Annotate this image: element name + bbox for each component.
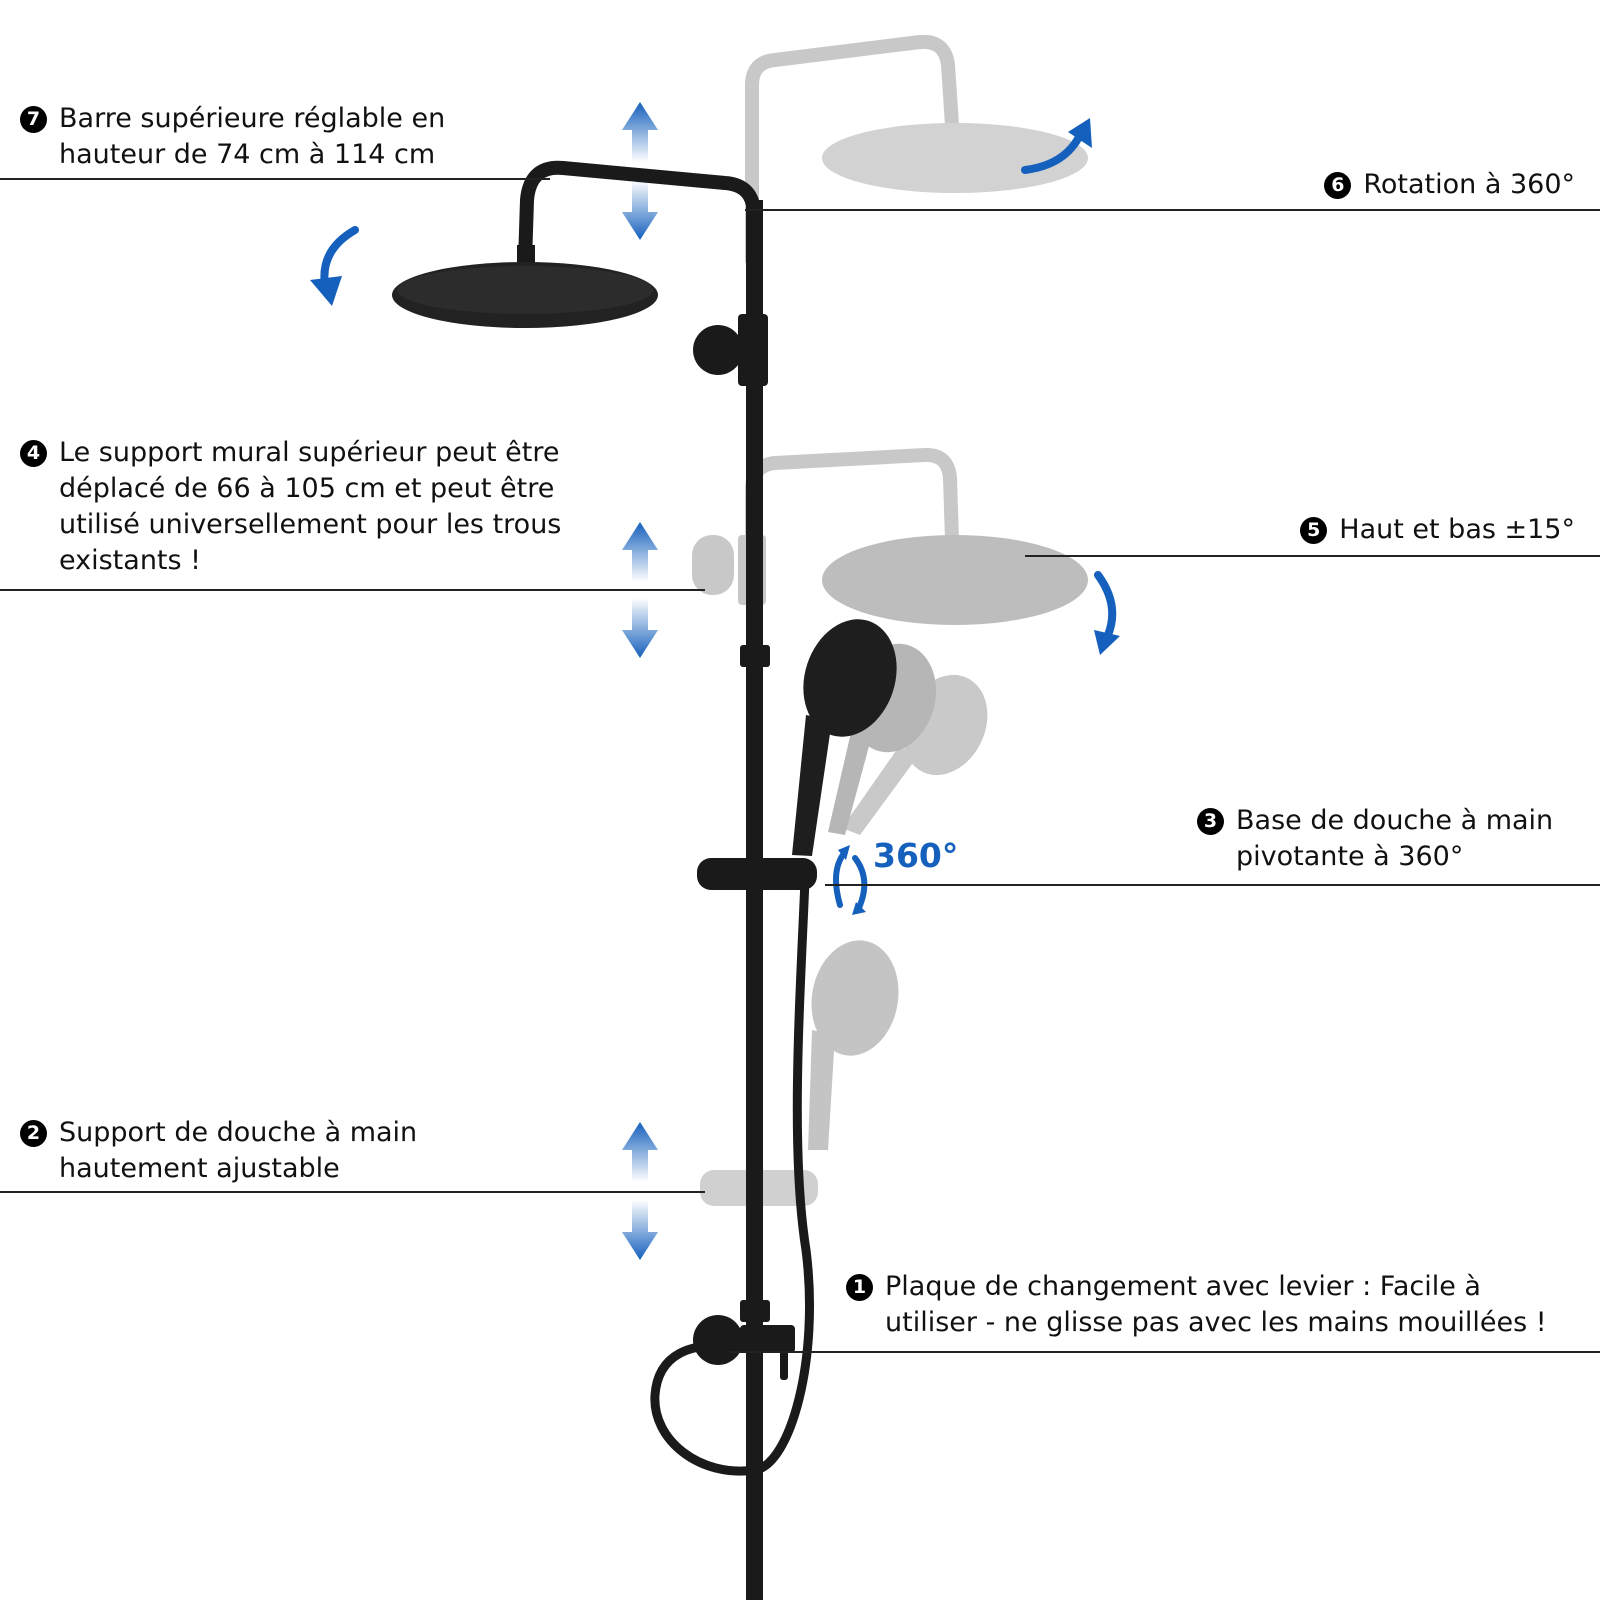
callout-7-badge: 7 xyxy=(20,106,47,133)
rain-shower-head-face xyxy=(397,266,653,314)
callout-2-line-2: hautement ajustable xyxy=(59,1153,340,1184)
rotation-arrow-cw-icon xyxy=(1021,118,1092,174)
ghost-rain-head-top xyxy=(822,123,1088,193)
main-rail xyxy=(746,200,763,1600)
diverter-mount xyxy=(693,1315,743,1365)
upper-wall-mount xyxy=(693,325,743,375)
upper-bracket xyxy=(738,314,768,386)
leader-lines xyxy=(0,178,1600,1353)
callout-6-line-1: Rotation à 360° xyxy=(1363,169,1575,200)
ghost-wall-mount xyxy=(692,535,734,595)
height-arrow-middle xyxy=(622,522,658,658)
callout-4: 4 Le support mural supérieur peut être dé… xyxy=(20,435,561,579)
callout-4-badge: 4 xyxy=(20,440,47,467)
callout-3-line-1: Base de douche à main xyxy=(1236,805,1554,836)
upper-bar xyxy=(518,160,761,337)
callout-7: 7 Barre supérieure réglable en hauteur de… xyxy=(20,101,445,173)
shower-hose xyxy=(650,875,814,1476)
callout-1-line-2: utiliser - ne glisse pas avec les mains … xyxy=(885,1307,1547,1338)
callout-4-line-3: utilisé universellement pour les trous xyxy=(59,509,562,540)
hand-shower-holder xyxy=(697,858,817,890)
callout-3: 3 Base de douche à main pivotante à 360° xyxy=(1197,803,1553,875)
rail-joint xyxy=(740,645,770,667)
callout-7-line-2: hauteur de 74 cm à 114 cm xyxy=(59,139,436,170)
callout-6-badge: 6 xyxy=(1324,172,1352,199)
height-arrow-top xyxy=(622,102,658,240)
lower-rail-joint xyxy=(740,1300,770,1322)
callout-3-badge: 3 xyxy=(1197,808,1224,835)
callout-2: 2 Support de douche à main hautement ajus… xyxy=(20,1115,417,1187)
ghost-upper-bar xyxy=(745,34,959,267)
callout-3-line-2: pivotante à 360° xyxy=(1236,841,1464,872)
ghost-hand-shower-low xyxy=(808,940,899,1150)
callout-7-line-1: Barre supérieure réglable en xyxy=(59,103,446,134)
rotation-degree-label: 360° xyxy=(873,836,959,875)
tilt-arrow-icon xyxy=(1094,571,1120,655)
rotation-arrow-ccw-icon xyxy=(310,226,359,306)
callout-5-badge: 5 xyxy=(1300,517,1328,544)
callout-4-line-4: existants ! xyxy=(59,545,201,576)
ghost-rain-head-middle xyxy=(822,535,1088,625)
height-arrow-bottom xyxy=(622,1122,658,1260)
callout-2-badge: 2 xyxy=(20,1120,47,1147)
callout-6: 6 Rotation à 360° xyxy=(1324,167,1575,203)
callout-1: 1 Plaque de changement avec levier : Faci… xyxy=(846,1269,1547,1341)
callout-5-line-1: Haut et bas ±15° xyxy=(1339,514,1575,545)
diverter-lever xyxy=(780,1340,788,1380)
callout-5: 5 Haut et bas ±15° xyxy=(1300,512,1575,548)
callout-1-badge: 1 xyxy=(846,1274,873,1301)
swivel-arrow-icon xyxy=(833,845,868,915)
callout-1-line-1: Plaque de changement avec levier : Facil… xyxy=(885,1271,1481,1302)
callout-2-line-1: Support de douche à main xyxy=(59,1117,418,1148)
hand-shower xyxy=(792,619,897,856)
callout-4-line-2: déplacé de 66 à 105 cm et peut être xyxy=(59,473,555,504)
callout-4-line-1: Le support mural supérieur peut être xyxy=(59,437,560,468)
